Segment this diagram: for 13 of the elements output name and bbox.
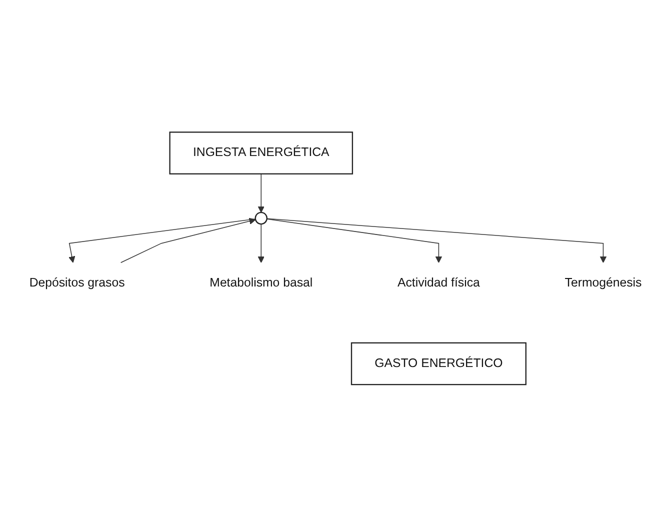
node-box: INGESTA ENERGÉTICA xyxy=(169,131,354,174)
node-text: Metabolismo basal xyxy=(210,276,313,290)
arrow xyxy=(266,218,442,263)
node-text: Depósitos grasos xyxy=(29,276,125,290)
node-box: GASTO ENERGÉTICO xyxy=(350,342,526,385)
node-text: Actividad física xyxy=(398,276,480,290)
node-text: Termogénesis xyxy=(564,276,642,290)
arrow xyxy=(120,217,256,263)
arrow xyxy=(258,223,265,263)
arrow xyxy=(68,218,256,263)
node-circle xyxy=(254,211,268,224)
arrow xyxy=(258,173,265,212)
arrow xyxy=(266,218,607,263)
